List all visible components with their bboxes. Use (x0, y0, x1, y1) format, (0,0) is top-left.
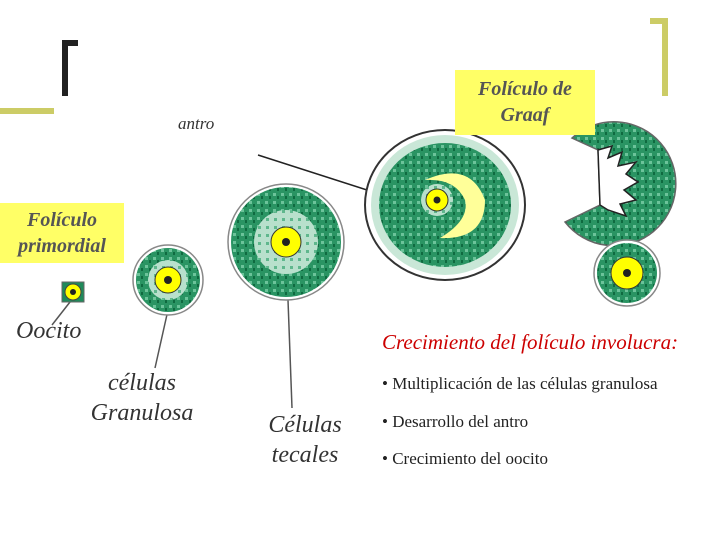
bracket-top-left (0, 40, 78, 114)
tecales-label: Células tecales (268, 412, 342, 468)
growth-heading: Crecimiento del folículo involucra: (382, 330, 679, 354)
secondary-follicle (227, 183, 345, 301)
primary-follicle (132, 244, 204, 316)
antrum (425, 173, 485, 239)
oocito-label: Oocito (16, 318, 82, 344)
oocito-pointer-line (51, 301, 71, 326)
bullet-oocito: • Crecimiento del oocito (382, 449, 548, 468)
primordial-label-box: Folículo primordial (0, 203, 124, 263)
granulosa-label: células Granulosa (90, 370, 194, 426)
primordial-follicle (61, 281, 85, 303)
tecales-pointer-line (287, 299, 293, 409)
bullet-multiplicacion: • Multiplicación de las células granulos… (382, 374, 658, 393)
graaf-label-box: Folículo de Graaf (455, 70, 595, 135)
released-oocyte (593, 239, 661, 307)
antral-follicle (364, 129, 526, 281)
bracket-top-right (650, 18, 668, 96)
ruptured-follicle (563, 121, 677, 247)
antro-label: antro (178, 114, 215, 133)
granulosa-pointer-line (154, 309, 169, 369)
rupture-opening (597, 144, 640, 218)
bullet-antro: • Desarrollo del antro (382, 412, 529, 431)
